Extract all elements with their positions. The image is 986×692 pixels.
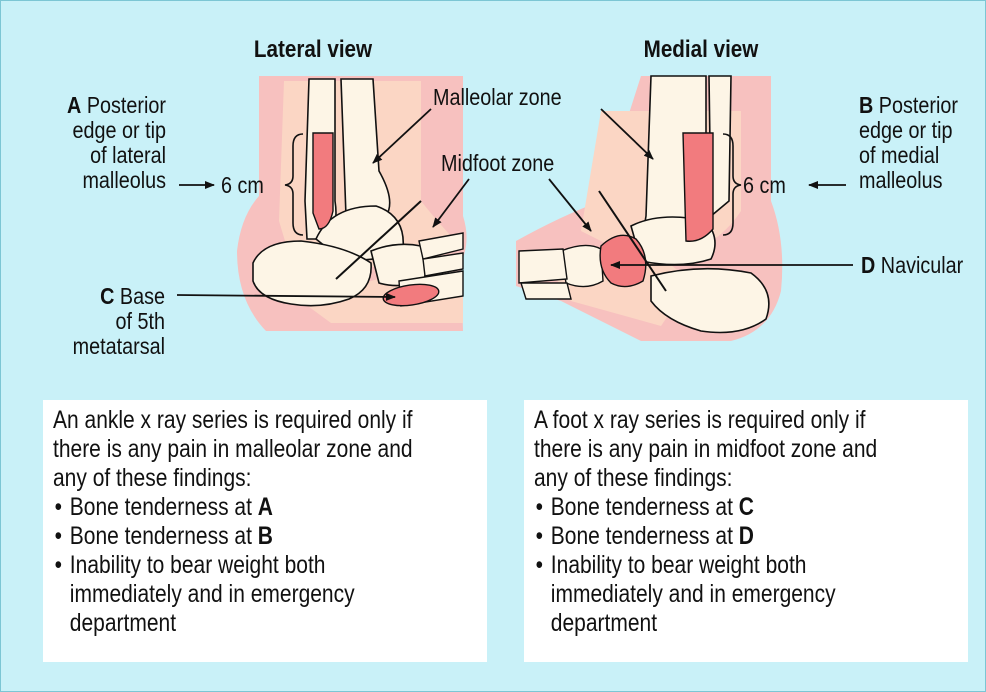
medial-cuneiform xyxy=(561,245,603,286)
label-b: B Posterior edge or tip of medial malleo… xyxy=(859,93,958,193)
lateral-6cm-label: 6 cm xyxy=(221,173,264,198)
lateral-highlight-a xyxy=(313,133,333,229)
medial-metatarsal-2 xyxy=(521,283,571,299)
lateral-view-title: Lateral view xyxy=(244,37,382,62)
ankle-rule-list: Bone tenderness at A Bone tenderness at … xyxy=(53,493,413,638)
label-a-text: Posterior edge or tip of lateral malleol… xyxy=(73,92,166,193)
label-d-text: Navicular xyxy=(881,252,963,278)
label-a-letter: A xyxy=(67,92,81,118)
ankle-rule-intro: An ankle x ray series is required only i… xyxy=(53,406,413,493)
malleolar-zone-label: Malleolar zone xyxy=(433,85,562,110)
medial-6cm-label: 6 cm xyxy=(743,173,786,198)
label-d: D Navicular xyxy=(861,253,963,278)
foot-rule-text: A foot x ray series is required only if … xyxy=(534,406,877,638)
label-b-letter: B xyxy=(859,92,873,118)
label-c-text: Base of 5th metatarsal xyxy=(73,283,165,359)
foot-rule-box: A foot x ray series is required only if … xyxy=(524,400,968,662)
ankle-rule-text: An ankle x ray series is required only i… xyxy=(53,406,413,638)
label-d-letter: D xyxy=(861,252,875,278)
label-a: A Posterior edge or tip of lateral malle… xyxy=(41,93,166,193)
label-c-letter: C xyxy=(100,283,114,309)
label-b-text: Posterior edge or tip of medial malleolu… xyxy=(859,92,958,193)
foot-rule-list: Bone tenderness at C Bone tenderness at … xyxy=(534,493,877,638)
medial-view-title: Medial view xyxy=(632,37,770,62)
ankle-rule-item: Bone tenderness at A xyxy=(53,493,413,522)
medial-view-foot xyxy=(516,76,782,341)
ankle-rule-box: An ankle x ray series is required only i… xyxy=(43,400,487,662)
foot-rule-item: Bone tenderness at D xyxy=(534,522,877,551)
medial-metatarsal-1 xyxy=(519,249,567,283)
medial-highlight-d xyxy=(600,235,646,286)
ankle-rule-item: Inability to bear weight bothimmediately… xyxy=(53,551,413,638)
foot-rule-item: Inability to bear weight bothimmediately… xyxy=(534,551,877,638)
midfoot-zone-label: Midfoot zone xyxy=(441,151,554,176)
foot-rule-item: Bone tenderness at C xyxy=(534,493,877,522)
foot-rule-intro: A foot x ray series is required only if … xyxy=(534,406,877,493)
medial-highlight-b xyxy=(683,133,713,241)
lateral-view-foot xyxy=(237,76,467,331)
ankle-rule-item: Bone tenderness at B xyxy=(53,522,413,551)
label-c: C Base of 5th metatarsal xyxy=(55,284,165,359)
